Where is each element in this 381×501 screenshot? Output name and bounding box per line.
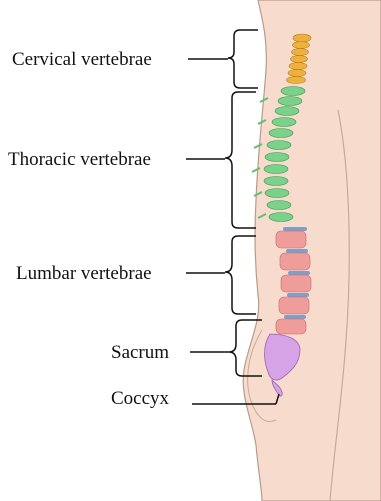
disc-l4 bbox=[287, 293, 309, 297]
bracket-lumbar bbox=[225, 236, 256, 314]
vertebra-c7 bbox=[287, 77, 306, 84]
vertebra-l2 bbox=[280, 253, 310, 270]
vertebra-l5 bbox=[276, 319, 306, 334]
vertebra-t8 bbox=[264, 165, 288, 174]
vertebra-t9 bbox=[264, 177, 288, 186]
bracket-thoracic bbox=[225, 92, 256, 228]
vertebra-t12 bbox=[269, 213, 293, 222]
disc-l1 bbox=[283, 227, 307, 231]
vertebra-c6 bbox=[288, 70, 306, 77]
vertebra-c2 bbox=[293, 42, 310, 49]
vertebra-t11 bbox=[267, 201, 291, 210]
vertebra-c5 bbox=[289, 63, 307, 70]
vertebra-l3 bbox=[281, 275, 311, 292]
vertebra-t2 bbox=[278, 97, 302, 106]
vertebra-t5 bbox=[269, 129, 293, 138]
body-silhouette bbox=[243, 0, 381, 501]
vertebra-t6 bbox=[267, 141, 291, 150]
label-coccyx: Coccyx bbox=[111, 389, 169, 408]
vertebra-t10 bbox=[265, 189, 289, 198]
vertebra-t7 bbox=[265, 153, 289, 162]
label-sacrum: Sacrum bbox=[111, 343, 169, 362]
vertebra-c1 bbox=[293, 34, 311, 42]
vertebra-c4 bbox=[291, 56, 308, 63]
label-lumbar-vertebrae: Lumbar vertebrae bbox=[16, 264, 152, 283]
vertebra-c3 bbox=[292, 49, 309, 56]
bracket-cervical bbox=[228, 30, 258, 88]
vertebra-t3 bbox=[275, 107, 299, 116]
vertebra-t1 bbox=[281, 87, 305, 96]
disc-l2 bbox=[286, 249, 308, 253]
label-cervical-vertebrae: Cervical vertebrae bbox=[12, 50, 152, 69]
vertebra-t4 bbox=[272, 118, 296, 127]
vertebra-l4 bbox=[279, 297, 309, 314]
vertebra-l1 bbox=[276, 231, 306, 248]
label-thoracic-vertebrae: Thoracic vertebrae bbox=[8, 150, 151, 169]
disc-l5 bbox=[284, 315, 306, 319]
disc-l3 bbox=[288, 271, 310, 275]
